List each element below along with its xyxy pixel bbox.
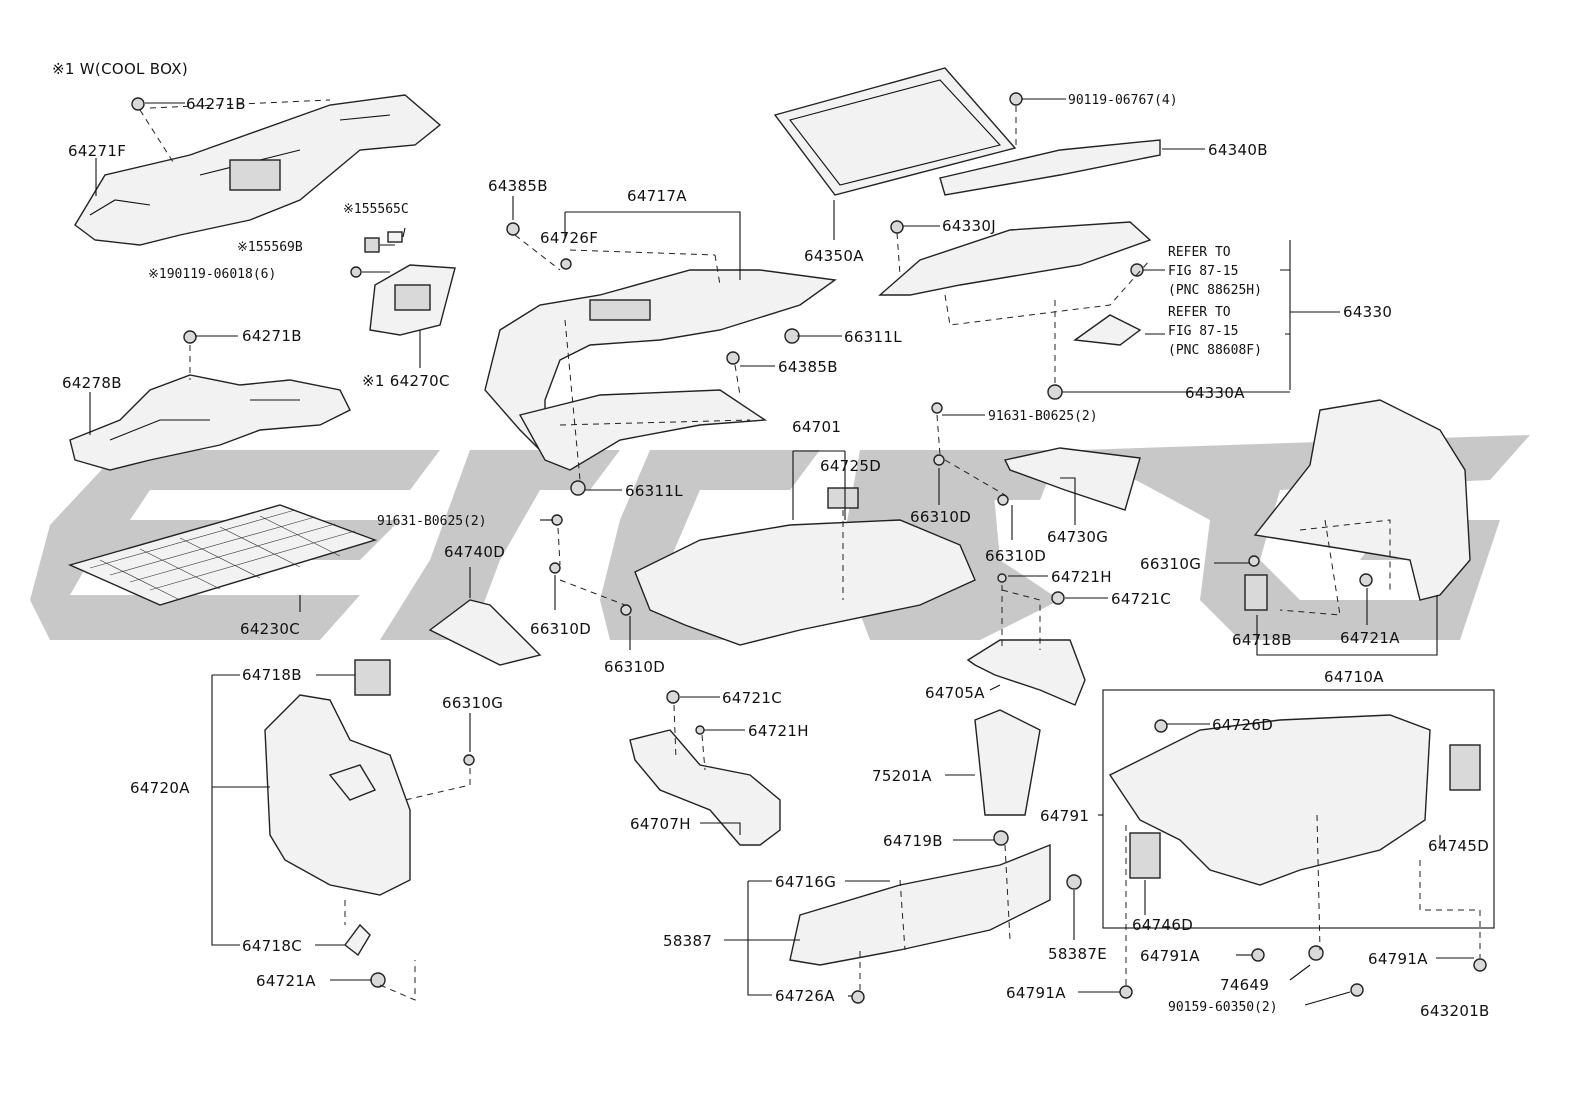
label-64726D[interactable]: 64726D — [1212, 716, 1273, 734]
label-64720A[interactable]: 64720A — [130, 779, 190, 797]
label-64740D[interactable]: 64740D — [444, 543, 505, 561]
label-64270C[interactable]: ※1 64270C — [362, 372, 450, 390]
label-64385B-lower[interactable]: 64385B — [778, 358, 838, 376]
label-90119-06018[interactable]: ※190119-06018(6) — [148, 267, 276, 282]
label-refer-to-2[interactable]: REFER TO — [1168, 305, 1231, 320]
label-90119-06767[interactable]: 90119-06767(4) — [1068, 93, 1178, 108]
label-pnc-88625H[interactable]: (PNC 88625H) — [1168, 283, 1262, 298]
label-64718C[interactable]: 64718C — [242, 937, 302, 955]
label-64721H-center[interactable]: 64721H — [748, 722, 809, 740]
label-64725D[interactable]: 64725D — [820, 457, 881, 475]
label-64707H[interactable]: 64707H — [630, 815, 691, 833]
label-75201A[interactable]: 75201A — [872, 767, 932, 785]
part-64230C — [67, 504, 378, 606]
label-64718B[interactable]: 64718B — [242, 666, 302, 684]
label-64718B-right[interactable]: 64718B — [1232, 631, 1292, 649]
label-64791A-right[interactable]: 64791A — [1368, 950, 1428, 968]
label-55569B[interactable]: ※155569B — [237, 240, 303, 255]
fasteners — [131, 92, 1487, 1004]
label-66311L-lower[interactable]: 66311L — [625, 482, 683, 500]
figure-id: 643201B — [1420, 1002, 1490, 1020]
part-75201A — [974, 709, 1041, 816]
label-pnc-88608F[interactable]: (PNC 88608F) — [1168, 343, 1262, 358]
label-64716G[interactable]: 64716G — [775, 873, 836, 891]
part-64791 — [1108, 714, 1481, 886]
header-note: ※1 W(COOL BOX) — [52, 60, 188, 78]
label-64230C[interactable]: 64230C — [240, 620, 300, 638]
label-58387E[interactable]: 58387E — [1048, 945, 1107, 963]
label-64791A-left[interactable]: 64791A — [1006, 984, 1066, 1002]
label-64745D[interactable]: 64745D — [1428, 837, 1489, 855]
label-55565C[interactable]: ※155565C — [343, 202, 409, 217]
label-64726F[interactable]: 64726F — [540, 229, 598, 247]
label-90159-60350[interactable]: 90159-60350(2) — [1168, 1000, 1278, 1015]
part-64278B — [69, 374, 351, 471]
label-64350A[interactable]: 64350A — [804, 247, 864, 265]
leader-lines — [89, 98, 1495, 1006]
label-64717A[interactable]: 64717A — [627, 187, 687, 205]
label-64330A[interactable]: 64330A — [1185, 384, 1245, 402]
part-labels: 64271B 64271F ※155565C ※155569B ※190119-… — [62, 93, 1489, 1015]
part-64330 — [878, 221, 1152, 346]
label-refer-to-1[interactable]: REFER TO — [1168, 245, 1231, 260]
label-58387[interactable]: 58387 — [663, 932, 712, 950]
label-64721A[interactable]: 64721A — [256, 972, 316, 990]
label-64730G[interactable]: 64730G — [1047, 528, 1108, 546]
label-64271B-lower[interactable]: 64271B — [242, 327, 302, 345]
part-64710A — [1244, 399, 1471, 611]
label-66310D-right-lower[interactable]: 66310D — [985, 547, 1046, 565]
label-64721H[interactable]: 64721H — [1051, 568, 1112, 586]
label-91631-B0625-right[interactable]: 91631-B0625(2) — [988, 409, 1098, 424]
label-66310G-left[interactable]: 66310G — [442, 694, 503, 712]
label-66310D[interactable]: 66310D — [530, 620, 591, 638]
label-64721C[interactable]: 64721C — [1111, 590, 1171, 608]
part-64707H — [629, 729, 781, 846]
part-64717A — [484, 269, 837, 471]
label-64278B[interactable]: 64278B — [62, 374, 122, 392]
label-64791[interactable]: 64791 — [1040, 807, 1089, 825]
label-66310D-right[interactable]: 66310D — [910, 508, 971, 526]
label-64330[interactable]: 64330 — [1343, 303, 1392, 321]
label-64340B[interactable]: 64340B — [1208, 141, 1268, 159]
label-64726A[interactable]: 64726A — [775, 987, 835, 1005]
part-55569B — [364, 231, 403, 253]
label-64271F[interactable]: 64271F — [68, 142, 126, 160]
label-fig-87-15-2[interactable]: FIG 87-15 — [1168, 324, 1238, 339]
label-64271B[interactable]: 64271B — [186, 95, 246, 113]
label-64385B[interactable]: 64385B — [488, 177, 548, 195]
label-66310G[interactable]: 66310G — [1140, 555, 1201, 573]
part-58387 — [789, 843, 1051, 966]
label-74649[interactable]: 74649 — [1220, 976, 1269, 994]
part-64271F — [74, 94, 442, 246]
part-64705A — [966, 639, 1086, 706]
part-64730G — [1003, 447, 1141, 511]
label-66310D-lower[interactable]: 66310D — [604, 658, 665, 676]
label-64705A[interactable]: 64705A — [925, 684, 985, 702]
label-64791A-center[interactable]: 64791A — [1140, 947, 1200, 965]
part-64340B — [939, 139, 1161, 196]
label-64746D[interactable]: 64746D — [1132, 916, 1193, 934]
label-64330J[interactable]: 64330J — [942, 217, 996, 235]
label-fig-87-15-1[interactable]: FIG 87-15 — [1168, 264, 1238, 279]
part-64740D — [428, 599, 542, 666]
label-64710A[interactable]: 64710A — [1324, 668, 1384, 686]
label-66311L[interactable]: 66311L — [844, 328, 902, 346]
label-64719B[interactable]: 64719B — [883, 832, 943, 850]
part-64350A — [773, 67, 1017, 196]
label-64701[interactable]: 64701 — [792, 418, 841, 436]
label-91631-B0625[interactable]: 91631-B0625(2) — [377, 514, 487, 529]
part-64720A — [264, 659, 411, 957]
label-64721C-center[interactable]: 64721C — [722, 689, 782, 707]
part-64701 — [634, 487, 976, 646]
label-64721A-right[interactable]: 64721A — [1340, 629, 1400, 647]
part-64270C — [369, 264, 456, 336]
